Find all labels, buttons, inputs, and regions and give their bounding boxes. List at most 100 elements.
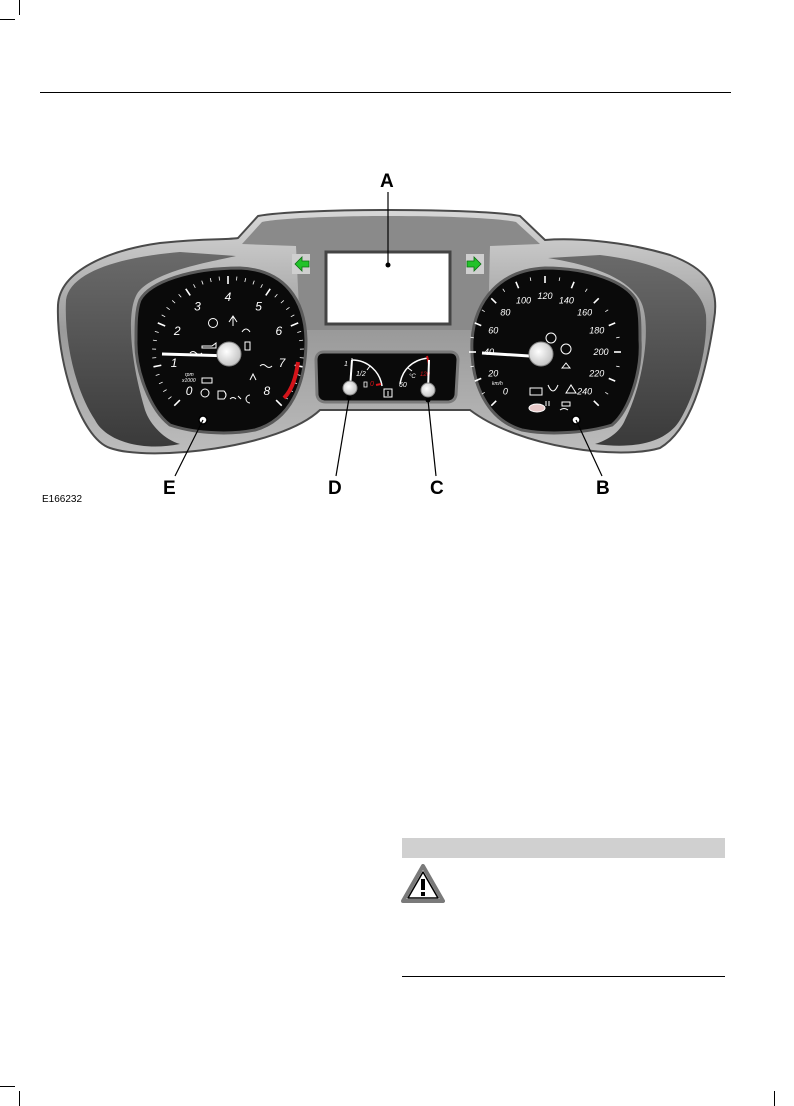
tachometer-tick	[162, 389, 167, 393]
tachometer-tick	[286, 307, 290, 311]
tachometer-tick	[193, 284, 196, 289]
leader-line-b	[575, 419, 603, 477]
warning-bottom-rule	[402, 976, 725, 977]
auto-stop-icon	[208, 318, 218, 328]
leader-line-e	[174, 419, 204, 477]
tachometer-tick	[171, 300, 176, 304]
brake-warning-icon	[545, 332, 557, 344]
crop-mark	[774, 1091, 775, 1106]
tachometer-tick	[290, 314, 295, 318]
crop-mark	[19, 1091, 20, 1106]
tachometer-unit-rpm: rpm	[185, 372, 194, 378]
speedometer-scale-label: 200	[592, 347, 608, 357]
tachometer-tick	[168, 396, 172, 400]
tachometer-tick	[265, 288, 271, 296]
speedometer-unit: km/h	[492, 381, 503, 387]
temp-low-label: 60	[399, 382, 407, 389]
leader-line-c	[427, 399, 437, 477]
speedometer-tick	[490, 400, 497, 407]
oil-pressure-icon	[201, 342, 217, 349]
tachometer-warning-lamps	[189, 315, 273, 404]
callout-label-e: E	[163, 478, 176, 499]
fuel-pump-icon	[244, 341, 251, 351]
tyre-pressure-icon	[547, 384, 559, 392]
tachometer-tick	[299, 339, 304, 342]
callout-label-d: D	[328, 478, 342, 499]
tachometer-tick	[173, 399, 181, 407]
tachometer-tick	[290, 322, 299, 327]
tachometer-tick	[155, 373, 160, 376]
speedometer-tick	[616, 365, 620, 368]
speedometer-ticks	[469, 276, 621, 407]
traction-icon	[559, 408, 569, 411]
engine-icon	[201, 377, 213, 384]
abs-icon	[560, 343, 572, 355]
speedometer-scale-label: 180	[589, 326, 604, 336]
battery-icon	[529, 387, 543, 396]
speedometer-tick	[481, 309, 485, 313]
fuel-full-label: 1	[344, 361, 348, 368]
tachometer-tick	[274, 293, 278, 298]
tachometer-tick	[201, 280, 204, 285]
tachometer-unit-x1000: x1000	[181, 378, 196, 384]
temp-high-label: 120	[420, 372, 431, 378]
callout-label-c: C	[430, 478, 444, 499]
tachometer-tick	[161, 314, 166, 318]
tachometer-tick	[178, 293, 182, 298]
fuel-gauge: 1 1/2 0	[342, 358, 383, 396]
speedometer-scale-label: 220	[588, 369, 604, 379]
speedometer-tick	[608, 322, 616, 327]
speedometer-scale-label: 120	[537, 291, 552, 301]
rear-fog-icon	[245, 394, 251, 404]
tachometer-tick	[166, 307, 170, 311]
speedometer-scale-label: 60	[488, 326, 498, 336]
fuel-hub	[342, 380, 358, 396]
speedometer-tick	[470, 336, 474, 339]
temp-unit-label: °C	[409, 374, 416, 380]
brake-icon	[200, 388, 210, 398]
tachometer-tick	[153, 364, 162, 368]
left-hood	[65, 252, 236, 447]
speedometer-tick	[481, 391, 485, 395]
callout-label-b: B	[596, 478, 610, 499]
glow-icon-2	[259, 364, 273, 368]
tachometer-tick	[152, 339, 157, 342]
speedometer-tick	[558, 277, 561, 281]
airbag-icon	[241, 328, 251, 333]
tachometer-scale-label: 0	[186, 384, 193, 398]
tachometer-tick	[275, 399, 283, 407]
speedometer-scale-label: 20	[487, 369, 498, 379]
tachometer-tick	[154, 330, 159, 333]
speedometer-tick	[529, 277, 532, 281]
speedometer-face	[470, 266, 642, 435]
speedometer-tick	[593, 400, 600, 407]
speedometer-scale-label: 160	[577, 308, 592, 318]
speedometer-warning-lamps	[529, 332, 577, 411]
figure-code: E166232	[42, 494, 83, 505]
warning-triangle-icon	[565, 384, 577, 394]
speedometer-tick	[502, 288, 506, 292]
warning-triangle-icon	[401, 864, 445, 904]
tachometer-tick	[260, 284, 263, 289]
tachometer-tick	[244, 278, 247, 283]
right-turn-arrow-icon	[466, 254, 484, 274]
speedometer-tick	[490, 297, 497, 304]
wiper-icon	[561, 401, 571, 407]
speedometer-tick	[605, 391, 609, 395]
fuel-empty-label: 0	[370, 381, 374, 388]
warning-header-bar	[402, 838, 725, 858]
crop-mark	[19, 0, 20, 15]
tachometer-tick	[297, 330, 302, 333]
speedometer-tick	[593, 297, 600, 304]
speedometer-hub	[528, 341, 554, 367]
speedometer-tick	[616, 336, 620, 339]
right-hood	[548, 255, 707, 446]
tachometer-scale-label: 5	[255, 299, 262, 313]
callout-label-a: A	[380, 171, 394, 192]
temperature-gauge: °C 120 60	[399, 355, 436, 398]
speedometer-scale-label: 80	[500, 308, 510, 318]
tachometer-redline	[282, 361, 300, 400]
speedometer-tick	[570, 281, 575, 289]
person-icon	[249, 372, 257, 381]
